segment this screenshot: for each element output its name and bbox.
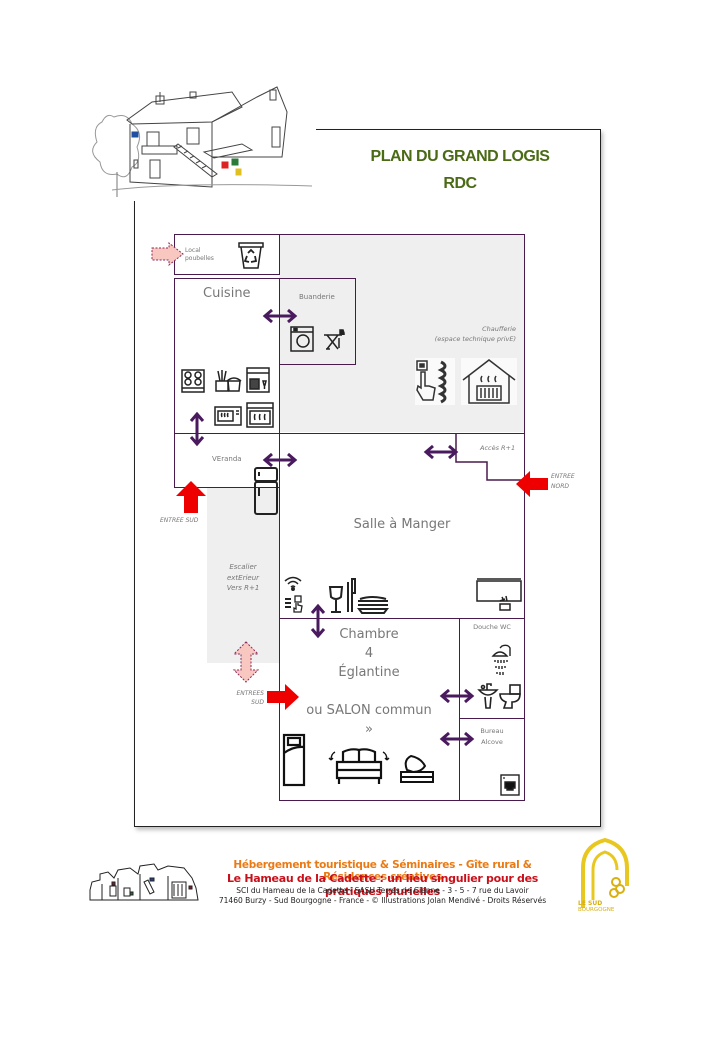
door-salle-acces-icon — [423, 444, 459, 460]
le-sud-bourgogne-logo — [575, 837, 637, 914]
room-bureau — [459, 718, 525, 801]
chambre-label-line5: » — [365, 722, 373, 737]
bed-linen-icon — [399, 754, 435, 784]
door-chambre-bureau-icon — [439, 731, 475, 747]
bureau-label: Bureau Alcove — [459, 726, 525, 748]
footer-name: Le Hameau de la Cadette : un lieu singul… — [226, 872, 539, 898]
entrees-sud-line1: ENTREES — [236, 690, 264, 697]
smart-tv-icon — [476, 577, 522, 611]
chaufferie-label: Chaufferie (espace technique privE) — [420, 324, 516, 344]
douche-wc-label: Douche WC — [473, 623, 511, 631]
logo-text-line1: LE SUD — [578, 900, 603, 907]
entrees-sud-arrow-icon — [266, 683, 300, 711]
door-salle-chambre-icon — [310, 603, 326, 639]
house-illustration — [82, 82, 322, 202]
dishwasher-icon — [246, 367, 270, 393]
chaufferie-label-line2: (espace technique privE) — [434, 335, 516, 343]
entree-nord-line2: NORD — [551, 483, 569, 490]
chaufferie-label-line1: Chaufferie — [482, 325, 516, 333]
washing-machine-icon — [290, 326, 314, 352]
escalier-label: Escalier extErieur Vers R+1 — [212, 562, 274, 594]
entree-sud-arrow-icon — [175, 480, 207, 514]
bureau-label-line2: Alcove — [481, 738, 503, 746]
escalier-zone — [207, 487, 279, 663]
logo-text-line2: BOURGOGNE — [578, 907, 615, 913]
room-chaufferie — [279, 234, 525, 434]
escalier-label-line2: extErieur — [226, 573, 260, 582]
cuisine-label: Cuisine — [203, 286, 251, 301]
entrees-sud-label: ENTREES SUD — [230, 689, 264, 707]
single-bed-icon — [282, 733, 306, 787]
entree-nord-line1: ENTREE — [551, 473, 575, 480]
dining-tableware-icon — [328, 577, 390, 615]
entrees-sud-line2: SUD — [251, 699, 264, 706]
footer-address-line2: 71460 Burzy - Sud Bourgogne - France - ©… — [218, 896, 547, 905]
house-heating-icon — [461, 358, 517, 405]
logo-text: LE SUD BOURGOGNE — [578, 900, 614, 914]
entree-sud-label: ENTREE SUD — [160, 517, 199, 524]
veranda-label: VEranda — [212, 455, 242, 463]
gas-stove-icon — [181, 369, 205, 393]
microwave-icon — [214, 406, 242, 426]
chambre-label-line2: 4 — [364, 646, 374, 661]
bureau-label-line1: Bureau — [480, 727, 504, 735]
door-cuisine-buanderie-icon — [262, 308, 298, 324]
footer-address-line1: SCI du Hameau de la Cadette - SASU Terre… — [236, 886, 529, 895]
local-label-line2: poubelles — [185, 255, 214, 262]
plan-title: PLAN DU GRAND LOGIS — [370, 148, 550, 165]
sofa-bed-icon — [328, 746, 390, 786]
oven-icon — [246, 402, 274, 428]
chambre-label-line3: Églantine — [338, 665, 400, 680]
buanderie-label: Buanderie — [299, 293, 335, 301]
recycle-bin-icon — [237, 240, 265, 270]
thermostat-icon — [415, 358, 455, 405]
cooking-pot-utensils-icon — [214, 369, 242, 393]
local-poubelles-label: Local poubelles — [185, 247, 214, 263]
exterior-stair-arrow-icon — [232, 641, 260, 683]
plan-subtitle: RDC — [443, 175, 477, 192]
chambre-label: Chambre 4 Églantine ou SALON commun » — [304, 625, 434, 739]
salle-a-manger-label: Salle à Manger — [353, 517, 451, 532]
entree-nord-arrow-icon — [515, 470, 549, 498]
sink-icon — [477, 680, 499, 710]
room-buanderie — [279, 278, 356, 365]
door-veranda-salle-icon — [262, 452, 298, 468]
local-entrance-arrow-icon — [151, 241, 185, 267]
entree-nord-label: ENTREE NORD — [551, 472, 575, 492]
smart-home-icon — [284, 594, 304, 614]
escalier-label-line3: Vers R+1 — [226, 584, 260, 592]
toilet-icon — [498, 684, 522, 710]
refrigerator-icon — [252, 466, 278, 516]
local-label-line1: Local — [185, 247, 201, 254]
footer-hamlet-illustration — [88, 860, 200, 906]
chambre-label-line4: ou SALON commun — [306, 703, 432, 718]
door-chambre-douche-icon — [439, 688, 475, 704]
escalier-label-line1: Escalier — [229, 563, 257, 571]
ethernet-port-icon — [500, 774, 520, 796]
door-cuisine-veranda-icon — [189, 411, 205, 447]
shower-icon — [490, 644, 514, 680]
ironing-board-icon — [322, 328, 346, 350]
acces-label: Accès R+1 — [480, 444, 516, 452]
chambre-label-line1: Chambre — [339, 627, 399, 642]
footer-tagline: Hébergement touristique & Séminaires - G… — [233, 859, 532, 883]
wifi-icon — [284, 575, 302, 591]
